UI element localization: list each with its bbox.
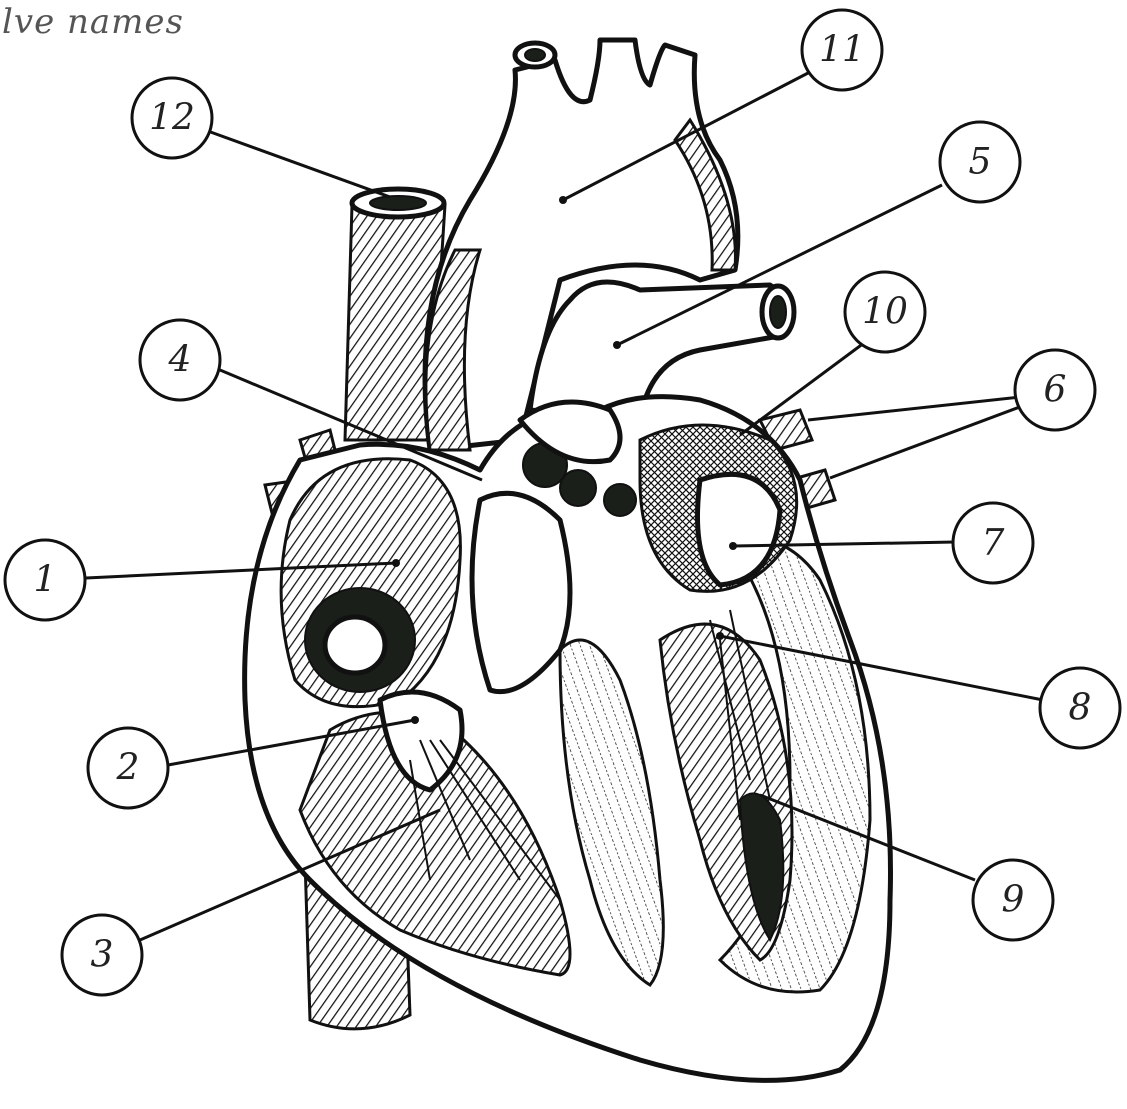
label-1-callout: 1 bbox=[5, 540, 85, 620]
leader-12 bbox=[205, 130, 390, 197]
label-8-callout: 8 bbox=[1040, 668, 1120, 748]
label-2: 2 bbox=[116, 748, 140, 789]
dot-11 bbox=[559, 196, 567, 204]
label-10: 10 bbox=[862, 292, 908, 333]
label-12-callout: 12 bbox=[132, 78, 212, 158]
label-11-callout: 11 bbox=[802, 10, 882, 90]
label-5: 5 bbox=[969, 142, 992, 183]
label-9: 9 bbox=[1002, 880, 1025, 921]
label-10-callout: 10 bbox=[845, 272, 925, 352]
label-11: 11 bbox=[819, 30, 865, 71]
label-1: 1 bbox=[34, 560, 57, 601]
label-6: 6 bbox=[1044, 370, 1067, 411]
label-9-callout: 9 bbox=[973, 860, 1053, 940]
label-7-callout: 7 bbox=[953, 503, 1033, 583]
dot-1 bbox=[392, 559, 400, 567]
label-3-callout: 3 bbox=[62, 915, 142, 995]
label-2-callout: 2 bbox=[88, 728, 168, 808]
aortic-valve-cusp-2 bbox=[560, 470, 596, 506]
pulmonary-artery-lumen bbox=[770, 296, 786, 328]
label-6-callout: 6 bbox=[1015, 350, 1095, 430]
handwritten-note: lve names bbox=[2, 2, 184, 42]
label-8: 8 bbox=[1069, 688, 1092, 729]
label-5-callout: 5 bbox=[940, 122, 1020, 202]
label-4-callout: 4 bbox=[140, 320, 220, 400]
dot-5 bbox=[613, 341, 621, 349]
aortic-branch-lumen bbox=[525, 49, 545, 61]
label-4: 4 bbox=[168, 340, 192, 381]
vena-cava-lumen bbox=[370, 196, 426, 210]
dot-2 bbox=[411, 716, 419, 724]
leader-6a bbox=[808, 397, 1020, 420]
leader-6b bbox=[830, 405, 1025, 478]
label-12: 12 bbox=[149, 98, 195, 139]
dot-7 bbox=[729, 542, 737, 550]
aortic-valve-cusp-3 bbox=[604, 484, 636, 516]
label-7: 7 bbox=[982, 523, 1005, 564]
dot-8 bbox=[716, 632, 724, 640]
label-3: 3 bbox=[91, 935, 114, 976]
